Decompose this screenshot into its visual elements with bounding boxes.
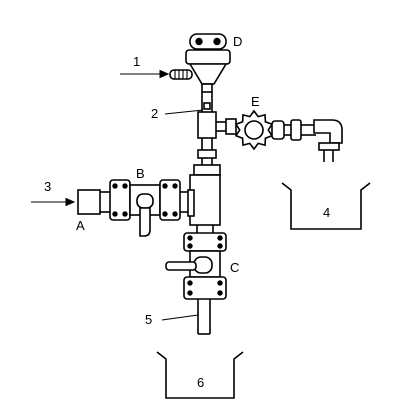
valve-d [185,33,231,93]
lower-pipe [196,225,214,233]
inlet-3-pipe [77,189,112,215]
label-1: 1 [133,54,140,69]
main-vertical-pipe-upper [197,92,217,165]
valve-b [109,179,188,237]
container-6 [156,351,244,399]
label-4: 4 [323,205,330,220]
valve-c [165,232,227,300]
tee-body [187,164,221,226]
arrow-1 [120,69,170,79]
container-4 [281,182,371,230]
branch-e-outlet [284,119,343,162]
arrow-3 [31,197,76,207]
outlet-5-pipe [197,299,211,335]
label-e: E [251,94,260,109]
label-3: 3 [44,179,51,194]
label-5: 5 [145,312,152,327]
inlet-1-nozzle [169,69,193,80]
label-c: C [230,260,239,275]
leader-2 [164,109,204,115]
leader-5 [161,314,199,321]
valve-e [234,109,285,151]
label-2: 2 [151,106,158,121]
branch-e-pipe [216,118,237,135]
label-6: 6 [197,375,204,390]
label-d: D [233,34,242,49]
label-b: B [136,166,145,181]
label-a: A [76,218,85,233]
